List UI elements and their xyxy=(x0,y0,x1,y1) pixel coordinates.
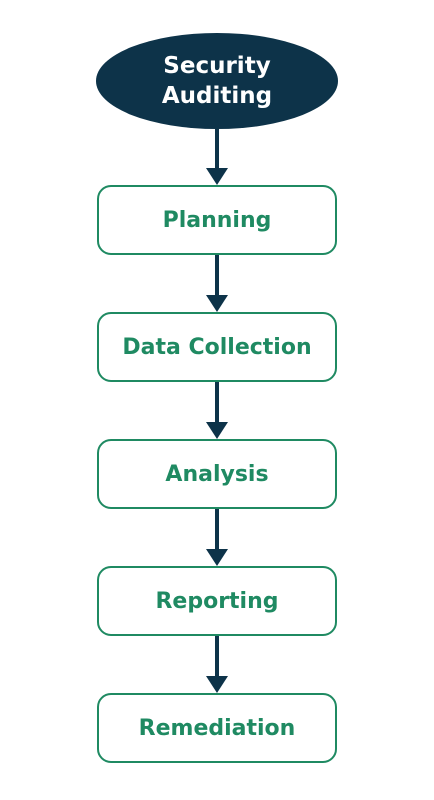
step-label: Remediation xyxy=(138,715,296,741)
start-node-security-auditing: Security Auditing xyxy=(96,33,338,129)
start-node-label: Security Auditing xyxy=(161,53,273,109)
arrow-2-icon xyxy=(205,255,229,312)
arrow-5-icon xyxy=(205,636,229,693)
step-node-planning: Planning xyxy=(97,185,337,255)
step-label: Analysis xyxy=(165,461,269,487)
arrow-3-icon xyxy=(205,382,229,439)
step-node-reporting: Reporting xyxy=(97,566,337,636)
arrow-4-icon xyxy=(205,509,229,566)
step-node-data-collection: Data Collection xyxy=(97,312,337,382)
step-label: Planning xyxy=(162,207,272,233)
step-label: Data Collection xyxy=(122,334,312,360)
step-node-remediation: Remediation xyxy=(97,693,337,763)
arrow-1-icon xyxy=(205,129,229,185)
step-node-analysis: Analysis xyxy=(97,439,337,509)
step-label: Reporting xyxy=(155,588,279,614)
